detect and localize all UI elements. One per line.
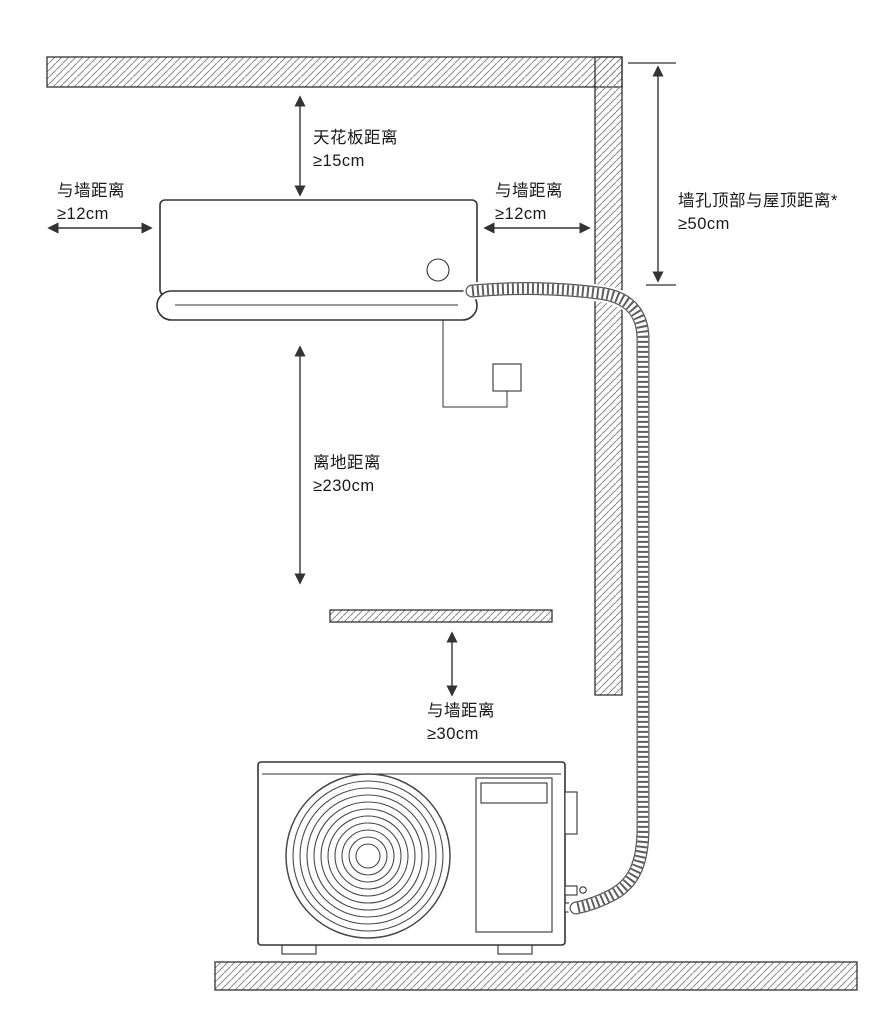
right-wall-distance-label: 与墙距离 ≥12cm <box>495 180 563 226</box>
roof-hole-distance-title: 墙孔顶部与屋顶距离* <box>678 192 838 210</box>
roof-hole-distance-arrow <box>628 62 676 286</box>
right-wall-distance-title: 与墙距离 <box>495 182 563 200</box>
power-cord <box>442 320 522 408</box>
right-wall-hatch <box>594 56 623 696</box>
ceiling-distance-value: ≥15cm <box>313 152 365 170</box>
ground-hatch <box>214 961 858 991</box>
roof-hole-distance-value: ≥50cm <box>678 215 730 233</box>
left-wall-distance-label: 与墙距离 ≥12cm <box>57 180 125 226</box>
side-panel <box>475 777 553 933</box>
cable-cover <box>564 791 578 835</box>
ceiling-hatch <box>46 56 623 88</box>
side-panel-cover <box>480 782 548 804</box>
indoor-unit <box>156 199 478 321</box>
left-wall-distance-value: ≥12cm <box>57 205 109 223</box>
floor-distance-title: 离地距离 <box>313 454 381 472</box>
right-wall-distance-value: ≥12cm <box>495 205 547 223</box>
left-wall-distance-title: 与墙距离 <box>57 182 125 200</box>
floor-distance-value: ≥230cm <box>313 477 375 495</box>
ceiling-distance-label: 天花板距离 ≥15cm <box>313 127 398 173</box>
outdoor-wall-distance-title: 与墙距离 <box>427 702 495 720</box>
ceiling-distance-title: 天花板距离 <box>313 129 398 147</box>
roof-hole-distance-label: 墙孔顶部与屋顶距离* ≥50cm <box>678 190 838 236</box>
outdoor-unit-foot-left <box>281 944 317 955</box>
fan-grille <box>285 773 451 939</box>
outdoor-unit <box>257 761 587 955</box>
outdoor-wall-distance-value: ≥30cm <box>427 725 479 743</box>
wall-socket <box>492 363 522 392</box>
rear-wall-bar <box>329 609 553 623</box>
indoor-unit-indicator <box>426 258 450 282</box>
outdoor-wall-distance-label: 与墙距离 ≥30cm <box>427 700 495 746</box>
floor-distance-label: 离地距离 ≥230cm <box>313 452 381 498</box>
outdoor-unit-foot-right <box>497 944 533 955</box>
refrigerant-hose <box>463 280 652 917</box>
